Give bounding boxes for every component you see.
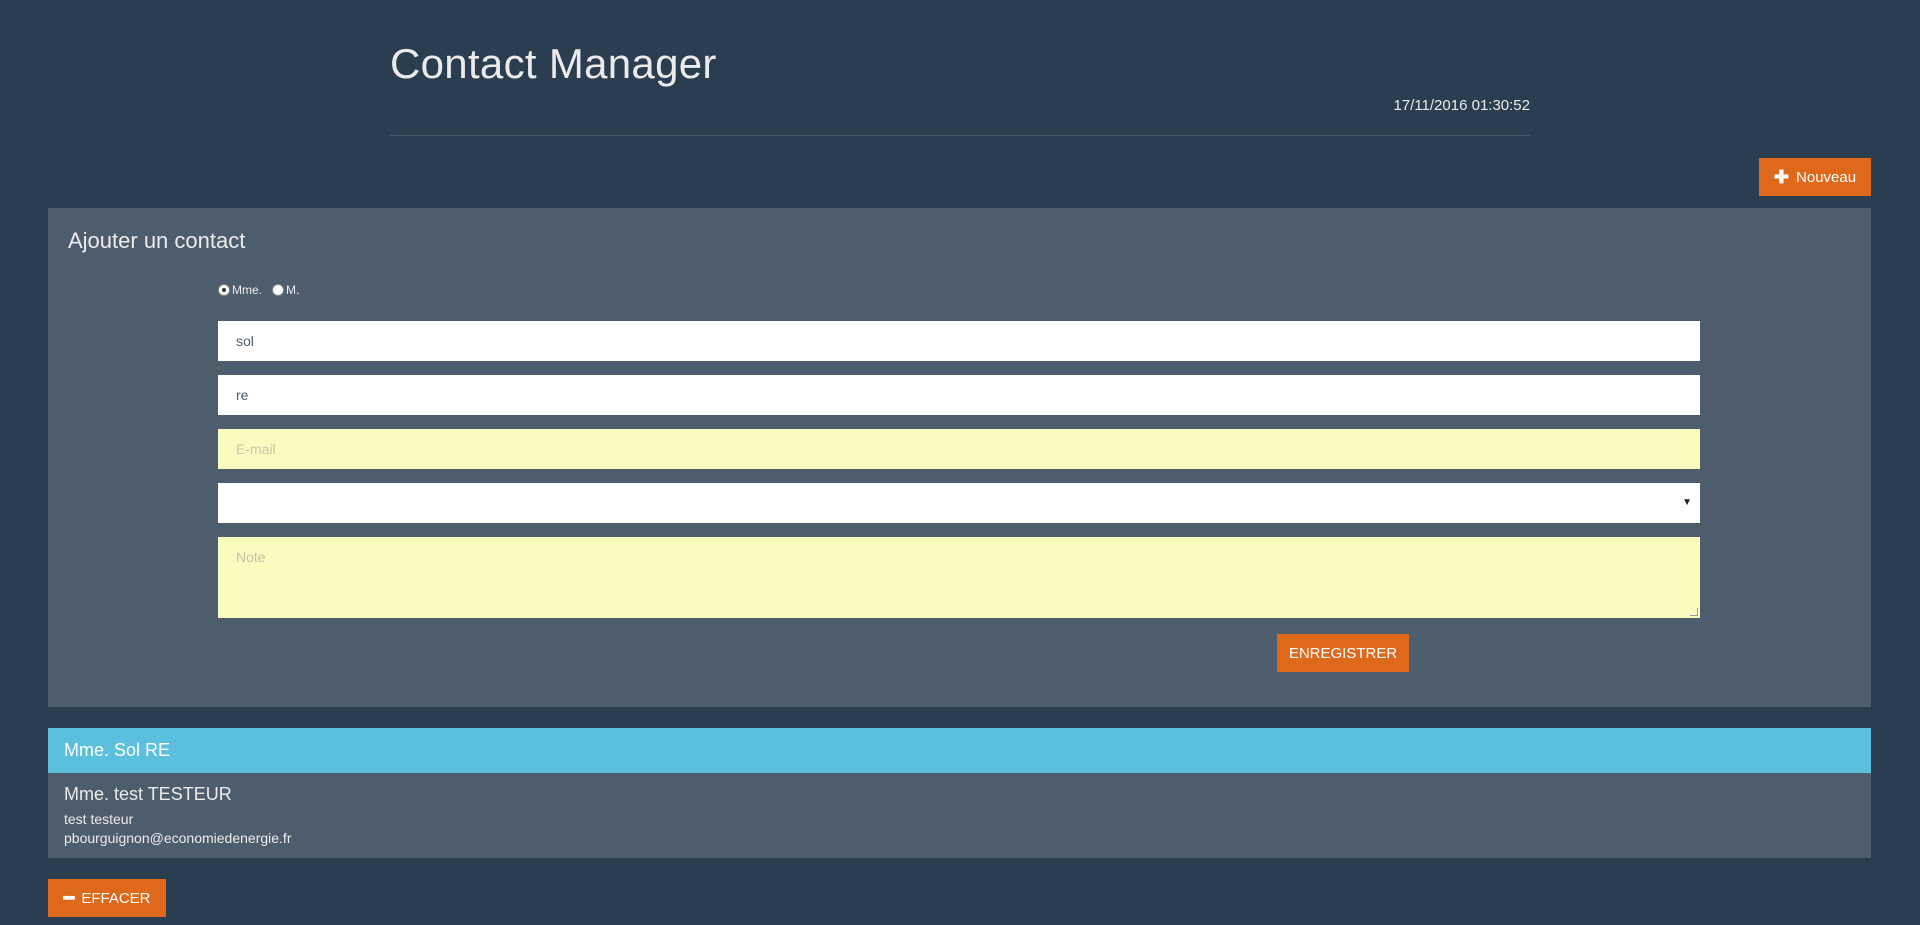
last-name-value: re [236, 387, 249, 403]
new-contact-button[interactable]: ✚ Nouveau [1759, 158, 1871, 196]
gender-label-m: M. [286, 283, 300, 297]
email-input[interactable]: E-mail [218, 429, 1700, 469]
radio-mme[interactable] [218, 284, 230, 296]
panel-title: Ajouter un contact [68, 228, 246, 253]
gender-radio-group: Mme. M. [218, 283, 309, 297]
gender-option-m[interactable]: M. [272, 283, 299, 297]
category-select[interactable]: ▼ [218, 483, 1700, 523]
clear-label: EFFACER [81, 889, 151, 907]
page-header: Contact Manager 17/11/2016 01:30:52 [390, 30, 1530, 136]
email-placeholder: E-mail [236, 441, 276, 457]
contact-list-item-active[interactable]: Mme. Sol RE [48, 728, 1871, 773]
contact-title: Mme. Sol RE [64, 740, 171, 760]
minus-icon: ━ [63, 888, 75, 908]
contact-email: pbourguignon@economiedenergie.fr [64, 830, 292, 846]
app-title: Contact Manager [390, 40, 717, 87]
contact-title: Mme. test TESTEUR [64, 784, 232, 804]
add-contact-panel: Ajouter un contact Mme. M. sol re E-mail… [48, 208, 1871, 707]
note-placeholder: Note [236, 549, 266, 565]
save-button[interactable]: ENREGISTRER [1277, 634, 1409, 672]
resize-handle-icon[interactable] [1690, 608, 1698, 616]
last-name-input[interactable]: re [218, 375, 1700, 415]
clock: 17/11/2016 01:30:52 [1393, 97, 1530, 114]
caret-down-icon: ▼ [1682, 497, 1692, 508]
radio-m[interactable] [272, 284, 284, 296]
first-name-input[interactable]: sol [218, 321, 1700, 361]
gender-label-mme: Mme. [232, 283, 262, 297]
clear-button[interactable]: ━ EFFACER [48, 879, 166, 917]
first-name-value: sol [236, 333, 254, 349]
gender-option-mme[interactable]: Mme. [218, 283, 262, 297]
contact-note: test testeur [64, 811, 134, 827]
note-textarea[interactable]: Note [218, 537, 1700, 618]
save-label: ENREGISTRER [1288, 644, 1398, 662]
new-contact-label: Nouveau [1796, 168, 1857, 186]
plus-icon: ✚ [1773, 167, 1790, 187]
contact-list-item[interactable]: Mme. test TESTEUR test testeur pbourguig… [48, 773, 1871, 858]
